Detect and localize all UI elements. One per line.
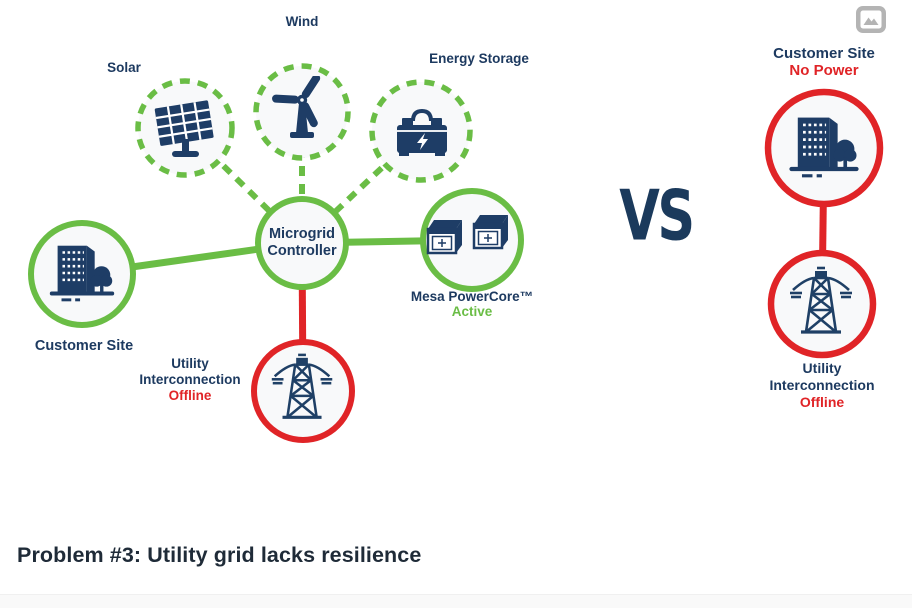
grid-utility-circle [767, 249, 877, 359]
grid-customer-site-label: Customer Site No Power [744, 45, 904, 79]
microgrid-controller-line2: Controller [267, 242, 337, 259]
mesa-powercore-status: Active [451, 304, 493, 320]
grid-building-tree-icon [781, 105, 867, 191]
utility-line1: Utility [171, 356, 209, 371]
diagram-connections [28, 63, 884, 443]
grid-transmission-tower-icon [781, 264, 863, 346]
mesa-powercore-label: Mesa PowerCore™ Active [392, 289, 552, 319]
grid-utility-label: Utility Interconnection Offline [742, 360, 902, 410]
transmission-tower-icon [263, 351, 343, 431]
page-title: Problem #3: Utility grid lacks resilienc… [17, 543, 422, 567]
battery-icon [389, 99, 455, 165]
solar-panel-icon [149, 92, 221, 164]
grid-utility-line1: Utility [802, 360, 842, 376]
utility-interconnection-label: Utility Interconnection Offline [110, 356, 270, 404]
solar-label: Solar [107, 60, 141, 75]
microgrid-controller-line1: Microgrid [268, 226, 336, 242]
microgrid-controller-label: Microgrid Controller [258, 226, 346, 259]
vs-label: VS [619, 177, 695, 257]
grid-customer-site-status: No Power [789, 61, 859, 79]
microgrid-controller-circle [255, 196, 349, 290]
energy-storage-label: Energy Storage [429, 51, 529, 66]
wind-label: Wind [285, 14, 319, 29]
customer-site-label: Customer Site [34, 338, 134, 354]
wind-turbine-icon [266, 76, 338, 148]
utility-status: Offline [168, 387, 212, 403]
building-tree-icon [42, 234, 122, 314]
grid-utility-line2: Interconnection [769, 376, 875, 393]
powercore-units-icon [426, 210, 518, 272]
utility-interconnection-circle [251, 339, 355, 443]
grid-utility-status: Offline [799, 393, 845, 410]
bottom-band [0, 594, 912, 608]
grid-customer-site-name: Customer Site [773, 45, 875, 62]
utility-line2: Interconnection [139, 371, 241, 387]
image-icon[interactable] [856, 6, 886, 33]
mesa-powercore-name: Mesa PowerCore™ [410, 289, 534, 304]
